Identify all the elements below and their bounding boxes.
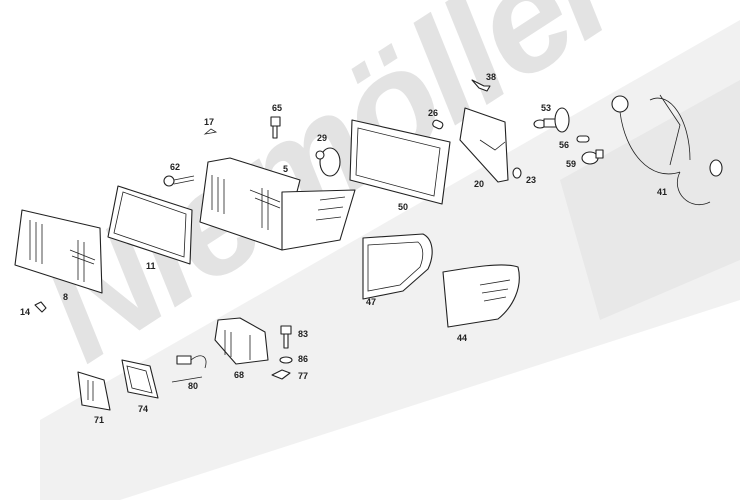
part-38-bracket[interactable] xyxy=(471,79,491,92)
part-5-headlamp-housing[interactable] xyxy=(199,157,356,251)
callout-17: 17 xyxy=(204,117,215,127)
callout-41: 41 xyxy=(657,187,668,197)
part-59-bulb[interactable] xyxy=(581,149,604,165)
part-53-halogen-bulb[interactable] xyxy=(533,107,570,133)
callout-8: 8 xyxy=(63,292,69,302)
part-68-fog-lamp[interactable] xyxy=(214,317,269,365)
callout-47: 47 xyxy=(366,297,377,307)
part-71-lens[interactable] xyxy=(77,371,111,411)
callout-38: 38 xyxy=(486,72,497,82)
part-47-corner-frame[interactable] xyxy=(362,233,433,300)
part-65-adjuster[interactable] xyxy=(270,116,281,139)
callout-71: 71 xyxy=(94,415,105,425)
part-23-cap[interactable] xyxy=(512,167,522,179)
part-56-bulb[interactable] xyxy=(576,135,590,143)
callout-86: 86 xyxy=(298,354,309,364)
callout-80: 80 xyxy=(188,381,199,391)
part-83-bolt[interactable] xyxy=(280,325,292,349)
part-26-bulb[interactable] xyxy=(432,119,444,130)
part-11-seal[interactable] xyxy=(107,185,193,265)
callout-50: 50 xyxy=(398,202,409,212)
callout-74: 74 xyxy=(138,404,149,414)
part-8-headlamp-lens[interactable] xyxy=(14,209,103,294)
part-17-clip[interactable] xyxy=(203,128,218,135)
callout-53: 53 xyxy=(541,103,552,113)
part-50-frame[interactable] xyxy=(349,119,451,205)
callout-56: 56 xyxy=(559,140,570,150)
callout-29: 29 xyxy=(317,133,328,143)
callout-44: 44 xyxy=(457,333,468,343)
part-80-bulb-holder[interactable] xyxy=(171,355,207,383)
callout-11: 11 xyxy=(146,261,156,271)
callout-59: 59 xyxy=(566,159,577,169)
part-44-corner-lens[interactable] xyxy=(442,264,520,328)
callout-20: 20 xyxy=(474,179,485,189)
part-20-reflector[interactable] xyxy=(459,107,509,183)
callout-5: 5 xyxy=(283,164,289,174)
part-29-bulb[interactable] xyxy=(315,147,341,177)
part-41-wiring-harness[interactable] xyxy=(611,94,723,205)
callout-83: 83 xyxy=(298,329,309,339)
part-62-screw[interactable] xyxy=(163,175,195,187)
part-14-clip[interactable] xyxy=(34,301,47,313)
callout-23: 23 xyxy=(526,175,537,185)
part-74-seal[interactable] xyxy=(121,359,159,399)
part-77-clip[interactable] xyxy=(271,369,291,380)
callout-26: 26 xyxy=(428,108,439,118)
callout-14: 14 xyxy=(20,307,31,317)
callout-77: 77 xyxy=(298,371,309,381)
callout-65: 65 xyxy=(272,103,283,113)
part-86-washer[interactable] xyxy=(279,356,293,364)
callout-68: 68 xyxy=(234,370,245,380)
callout-62: 62 xyxy=(170,162,181,172)
